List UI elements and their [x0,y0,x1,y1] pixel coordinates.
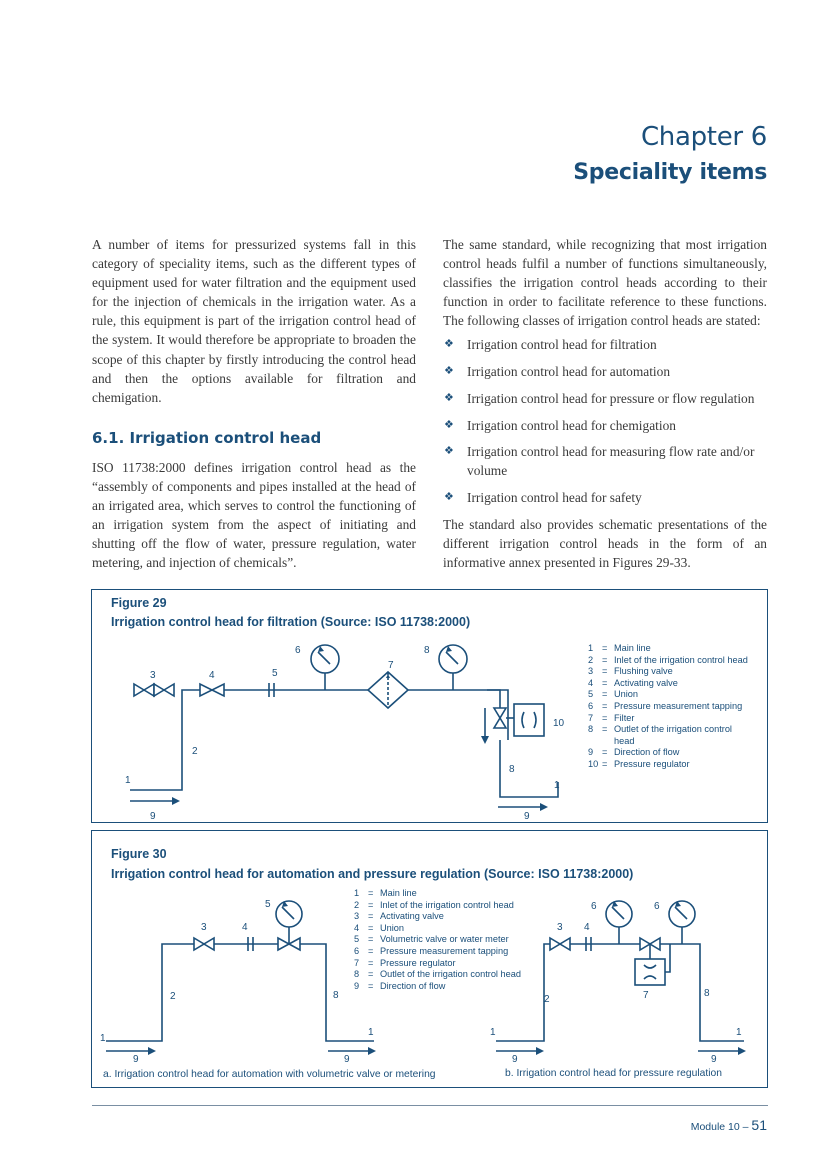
diag-label-9a: 9 [150,811,156,822]
bullet-list: ❖Irrigation control head for filtration … [443,335,767,507]
chapter-title: Speciality items [573,160,767,185]
footer-divider [92,1105,768,1106]
diag-a-label-4: 4 [242,922,248,933]
diag-a-label-5: 5 [265,899,271,910]
definition-paragraph: ISO 11738:2000 defines irrigation contro… [92,459,416,571]
diamond-bullet-icon: ❖ [444,491,454,503]
diag-a-label-9a: 9 [133,1054,139,1065]
figure-29-title: Irrigation control head for filtration (… [111,615,471,629]
diag-label-6: 6 [295,645,301,656]
diag-b-label-6a: 6 [591,901,597,912]
page-footer: Module 10 – 51 [691,1117,767,1133]
legend-item: 2=Inlet of the irrigation control head [354,899,514,910]
diag-label-10: 10 [553,718,565,729]
figure-30-title: Irrigation control head for automation a… [111,867,634,881]
legend-item: 6=Pressure measurement tapping [354,945,509,956]
classification-paragraph: The same standard, while recognizing tha… [443,237,767,329]
figure-30-label: Figure 30 [111,847,167,861]
legend-item: 4=Activating valve [588,677,678,688]
diag-a-label-8: 8 [333,990,339,1001]
diag-label-8a: 8 [424,645,430,656]
legend-item: 7=Filter [588,712,635,723]
figure-30-caption-a: a. Irrigation control head for automatio… [103,1069,436,1080]
diamond-bullet-icon: ❖ [444,445,454,458]
list-item: ❖Irrigation control head for pressure or… [443,389,767,408]
legend-item: 5=Union [588,689,639,700]
page-number: 51 [751,1117,767,1133]
diag-b-label-9a: 9 [512,1054,518,1065]
legend-item: 7=Pressure regulator [354,957,456,968]
figure-30-legend: 1=Main line 2=Inlet of the irrigation co… [354,888,524,992]
figure-30-box: Figure 30 Irrigation control head for au… [91,830,768,1088]
diag-b-label-8: 8 [704,988,710,999]
diamond-bullet-icon: ❖ [444,338,454,351]
list-item: ❖Irrigation control head for measuring f… [444,444,755,479]
diag-b-label-9b: 9 [711,1054,717,1065]
diag-a-label-9b: 9 [344,1054,350,1065]
diag-b-label-1b: 1 [736,1027,742,1038]
diag-b-label-1: 1 [490,1027,496,1038]
legend-item: 4=Union [354,922,405,933]
figure-29-legend: 1=Main line 2=Inlet of the irrigation co… [588,643,748,771]
diag-a-label-2: 2 [170,991,176,1002]
diag-label-3: 3 [150,670,156,681]
chapter-number: Chapter 6 [640,122,767,152]
legend-item: 3=Activating valve [354,911,444,922]
legend-item: 6=Pressure measurement tapping [588,700,743,711]
legend-item: 1=Main line [588,643,651,653]
figure-30-caption-b: b. Irrigation control head for pressure … [505,1068,722,1079]
section-heading: 6.1. Irrigation control head [92,428,322,447]
list-item: ❖Irrigation control head for filtration [443,335,767,354]
legend-item: 3=Flushing valve [588,666,673,677]
diag-b-label-6b: 6 [654,901,660,912]
legend-item: 8=Outlet of the irrigation control head [354,969,521,980]
diag-label-8b: 8 [509,764,515,775]
legend-item: 2=Inlet of the irrigation control head [588,654,748,665]
diag-label-9b: 9 [524,811,530,822]
diag-b-label-7: 7 [643,990,649,1001]
diag-label-7: 7 [388,660,394,671]
left-column: A number of items for pressurized system… [92,235,416,573]
legend-item: 10=Pressure regulator [588,758,690,769]
list-item: ❖Irrigation control head for automation [443,362,767,381]
diamond-bullet-icon: ❖ [444,418,454,431]
figure-29-box: Figure 29 Irrigation control head for fi… [91,589,768,823]
figure-30-diagram: 1 2 3 4 5 8 1 9 9 1 2 3 4 6 6 7 8 1 9 9 [100,899,746,1065]
diamond-bullet-icon: ❖ [444,365,454,378]
list-item: ❖Irrigation control head for chemigation [443,416,767,435]
diag-a-label-3: 3 [201,922,207,933]
diag-label-1b: 1 [554,780,560,791]
right-column: The same standard, while recognizing tha… [443,235,767,572]
footer-module: Module 10 – [690,1121,752,1133]
diag-b-label-4: 4 [584,922,590,933]
annex-paragraph: The standard also provides schematic pre… [443,516,767,570]
figure-29-label: Figure 29 [111,596,167,610]
diag-a-label-1: 1 [100,1033,106,1044]
diag-label-5: 5 [272,668,278,679]
list-item: ❖Irrigation control head for safety [443,488,767,507]
figure-29-diagram: 1 2 3 4 5 6 7 8 8 9 9 1 10 [125,644,565,822]
diag-b-label-2: 2 [544,994,550,1005]
diag-label-2: 2 [192,746,198,757]
diamond-bullet-icon: ❖ [444,391,454,404]
intro-paragraph: A number of items for pressurized system… [92,237,416,405]
legend-item: 1=Main line [354,888,417,898]
legend-item: 9=Direction of flow [354,980,446,991]
diag-label-4: 4 [209,670,215,681]
diag-a-label-1b: 1 [368,1027,374,1038]
diag-label-1: 1 [125,775,131,786]
legend-item: 5=Volumetric valve or water meter [354,934,509,945]
legend-item: 8=Outlet of the irrigation control head [588,724,732,746]
legend-item: 9=Direction of flow [588,747,680,758]
diag-b-label-3: 3 [557,922,563,933]
